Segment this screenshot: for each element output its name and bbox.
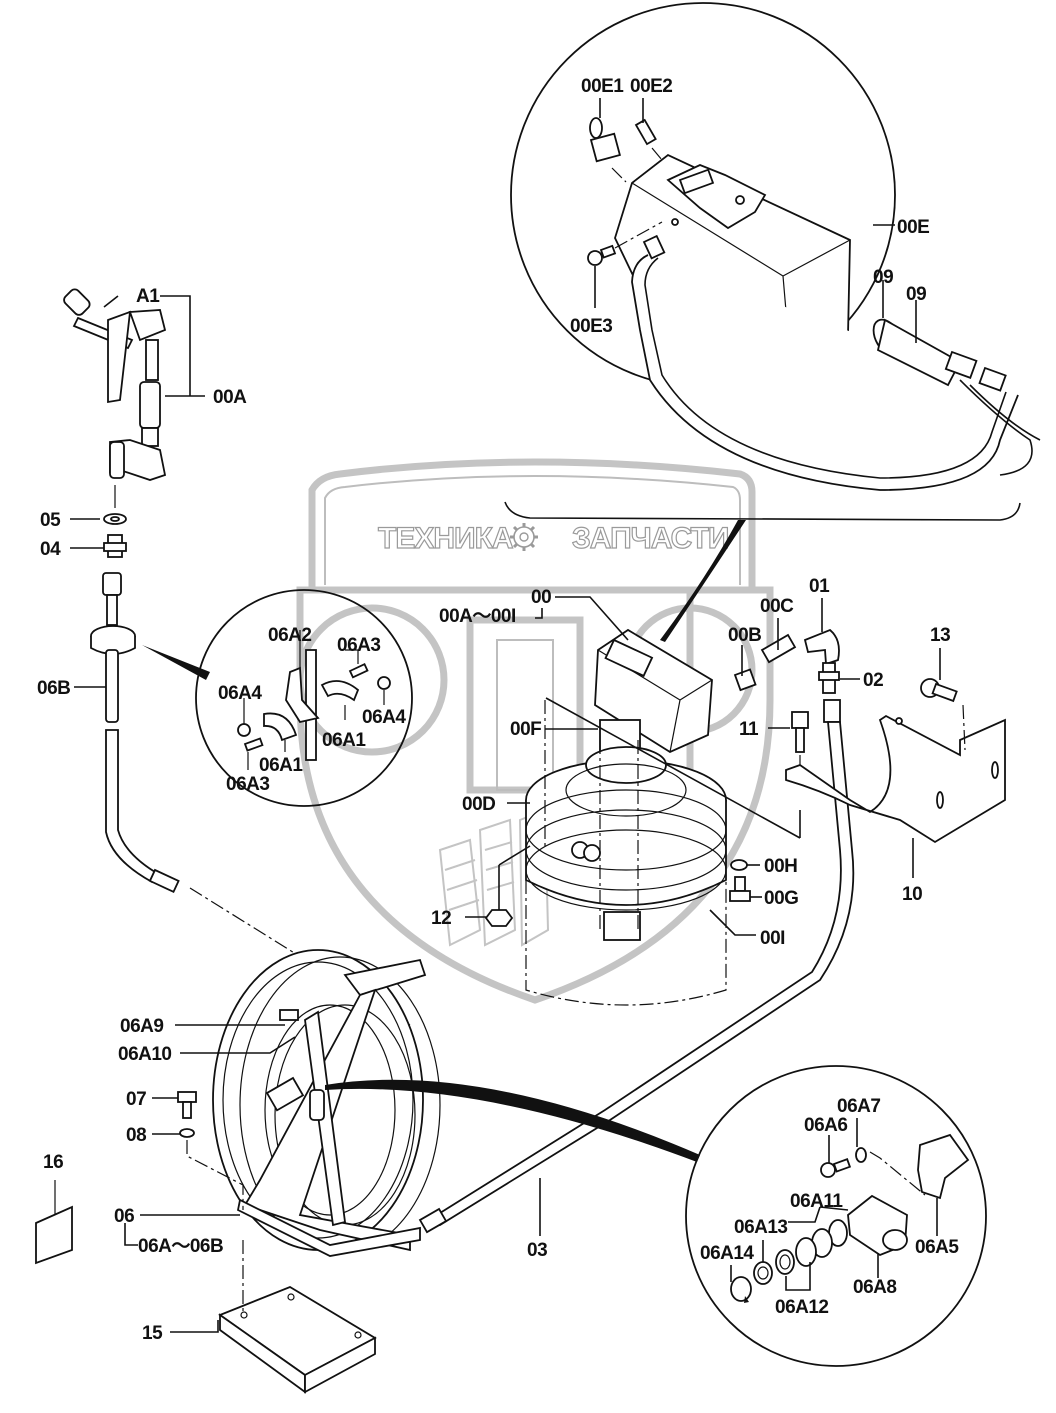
callout-06B: 06B bbox=[37, 678, 70, 699]
callout-15: 15 bbox=[142, 1323, 163, 1344]
callout-06A3-top: 06A3 bbox=[337, 635, 380, 656]
callout-06A4-left: 06A4 bbox=[218, 683, 262, 704]
pipe-06B bbox=[90, 572, 411, 1026]
circlip-06A7 bbox=[855, 1147, 926, 1196]
callout-11: 11 bbox=[739, 719, 759, 740]
callout-00E3: 00E3 bbox=[570, 316, 612, 337]
callout-10: 10 bbox=[902, 884, 922, 905]
callout-06A5: 06A5 bbox=[915, 1237, 959, 1258]
watermark-right-text: ЗАПЧАСТИ bbox=[572, 522, 728, 555]
watermark-wheat bbox=[438, 808, 550, 947]
base-plate-15 bbox=[218, 1240, 377, 1394]
callout-01: 01 bbox=[809, 576, 830, 597]
callout-06: 06 bbox=[114, 1206, 134, 1227]
callout-09-a: 09 bbox=[873, 267, 893, 288]
callout-06A1-left: 06A1 bbox=[259, 755, 303, 776]
callout-09-b: 09 bbox=[906, 284, 926, 305]
detail-control-box bbox=[510, 2, 1041, 491]
label-plate-16 bbox=[35, 1180, 73, 1265]
leader-lines bbox=[70, 98, 941, 1333]
callout-00I: 00I bbox=[760, 928, 785, 949]
callout-06A1-right: 06A1 bbox=[322, 730, 366, 751]
washer-05 bbox=[103, 513, 127, 525]
watermark-logo: ТЕХНИКА ЗАПЧАСТИ bbox=[296, 458, 774, 1004]
callout-06A10: 06A10 bbox=[118, 1044, 172, 1065]
harness-connector bbox=[872, 318, 1041, 476]
callout-06A3-bottom: 06A3 bbox=[226, 774, 269, 795]
nut-12 bbox=[484, 845, 531, 927]
bolt-11 bbox=[791, 711, 809, 770]
snap-ring-06A14 bbox=[730, 1276, 752, 1303]
callout-06A13: 06A13 bbox=[734, 1217, 788, 1238]
hose-03 bbox=[418, 699, 855, 1234]
detail-pointer-swivel bbox=[325, 1079, 700, 1162]
callout-00E1: 00E1 bbox=[581, 76, 624, 97]
bolt-07 bbox=[177, 1091, 197, 1119]
detail-swivel bbox=[685, 1065, 987, 1367]
callout-06A4-right: 06A4 bbox=[362, 707, 406, 728]
detail-clamp bbox=[195, 589, 413, 807]
callout-06A7: 06A7 bbox=[837, 1096, 880, 1117]
swivel-06A8 bbox=[847, 1194, 908, 1257]
callout-12: 12 bbox=[431, 908, 451, 929]
callout-00E: 00E bbox=[897, 217, 929, 238]
callout-06A9: 06A9 bbox=[120, 1016, 163, 1037]
callout-16: 16 bbox=[43, 1152, 63, 1173]
callout-06A2: 06A2 bbox=[268, 625, 311, 646]
fuse bbox=[634, 118, 663, 161]
callout-08: 08 bbox=[126, 1125, 146, 1146]
spray-gun bbox=[63, 288, 167, 508]
bolt-13 bbox=[920, 678, 966, 751]
callout-A1: A1 bbox=[136, 286, 160, 307]
callout-00D: 00D bbox=[462, 794, 495, 815]
callout-06A12: 06A12 bbox=[775, 1297, 829, 1318]
block-06A5 bbox=[917, 1133, 970, 1200]
callout-06A-06B: 06A～06B bbox=[138, 1236, 223, 1257]
detail-bracket bbox=[504, 501, 1021, 521]
ring-06A12 bbox=[775, 1249, 795, 1275]
nipple-04 bbox=[103, 534, 127, 558]
callout-03: 03 bbox=[527, 1240, 547, 1261]
callout-00E2: 00E2 bbox=[630, 76, 672, 97]
callout-06A6: 06A6 bbox=[804, 1115, 847, 1136]
callout-06A11: 06A11 bbox=[790, 1191, 843, 1212]
callout-00A-00I: 00A～00I bbox=[439, 606, 516, 627]
gear-icon bbox=[510, 523, 538, 551]
bracket-10 bbox=[785, 714, 1006, 844]
detail-pointer-clamp bbox=[142, 645, 210, 680]
screw bbox=[587, 221, 663, 266]
callout-05: 05 bbox=[40, 510, 61, 531]
detail-pointer-top bbox=[660, 520, 746, 642]
callout-00A: 00A bbox=[213, 387, 247, 408]
callout-13: 13 bbox=[930, 625, 950, 646]
screw-06A6 bbox=[820, 1158, 852, 1178]
callout-07: 07 bbox=[126, 1089, 146, 1110]
bolt-00G bbox=[729, 876, 751, 902]
callout-labels: 00E1 00E2 00E3 00E 09 09 A1 00A 05 04 06… bbox=[37, 76, 960, 1344]
hose-reel bbox=[212, 949, 441, 1257]
washer-00H bbox=[730, 859, 748, 871]
callout-02: 02 bbox=[863, 670, 883, 691]
callout-00B: 00B bbox=[728, 625, 761, 646]
toggle-switch bbox=[589, 117, 627, 183]
callout-00H: 00H bbox=[764, 856, 797, 877]
watermark-left-text: ТЕХНИКА bbox=[378, 522, 513, 555]
callout-00G: 00G bbox=[764, 888, 798, 909]
callout-06A8: 06A8 bbox=[853, 1277, 896, 1298]
nipple-02 bbox=[818, 662, 840, 694]
callout-00F: 00F bbox=[510, 719, 541, 740]
pump-assembly bbox=[525, 628, 801, 1006]
washer-08 bbox=[179, 1128, 244, 1210]
callout-00C: 00C bbox=[760, 596, 794, 617]
elbow-01 bbox=[803, 628, 840, 666]
callout-00: 00 bbox=[531, 587, 551, 608]
callout-04: 04 bbox=[40, 539, 61, 560]
orings-06A11 bbox=[795, 1219, 848, 1267]
ring-06A13 bbox=[753, 1261, 773, 1285]
callout-06A14: 06A14 bbox=[700, 1243, 754, 1264]
